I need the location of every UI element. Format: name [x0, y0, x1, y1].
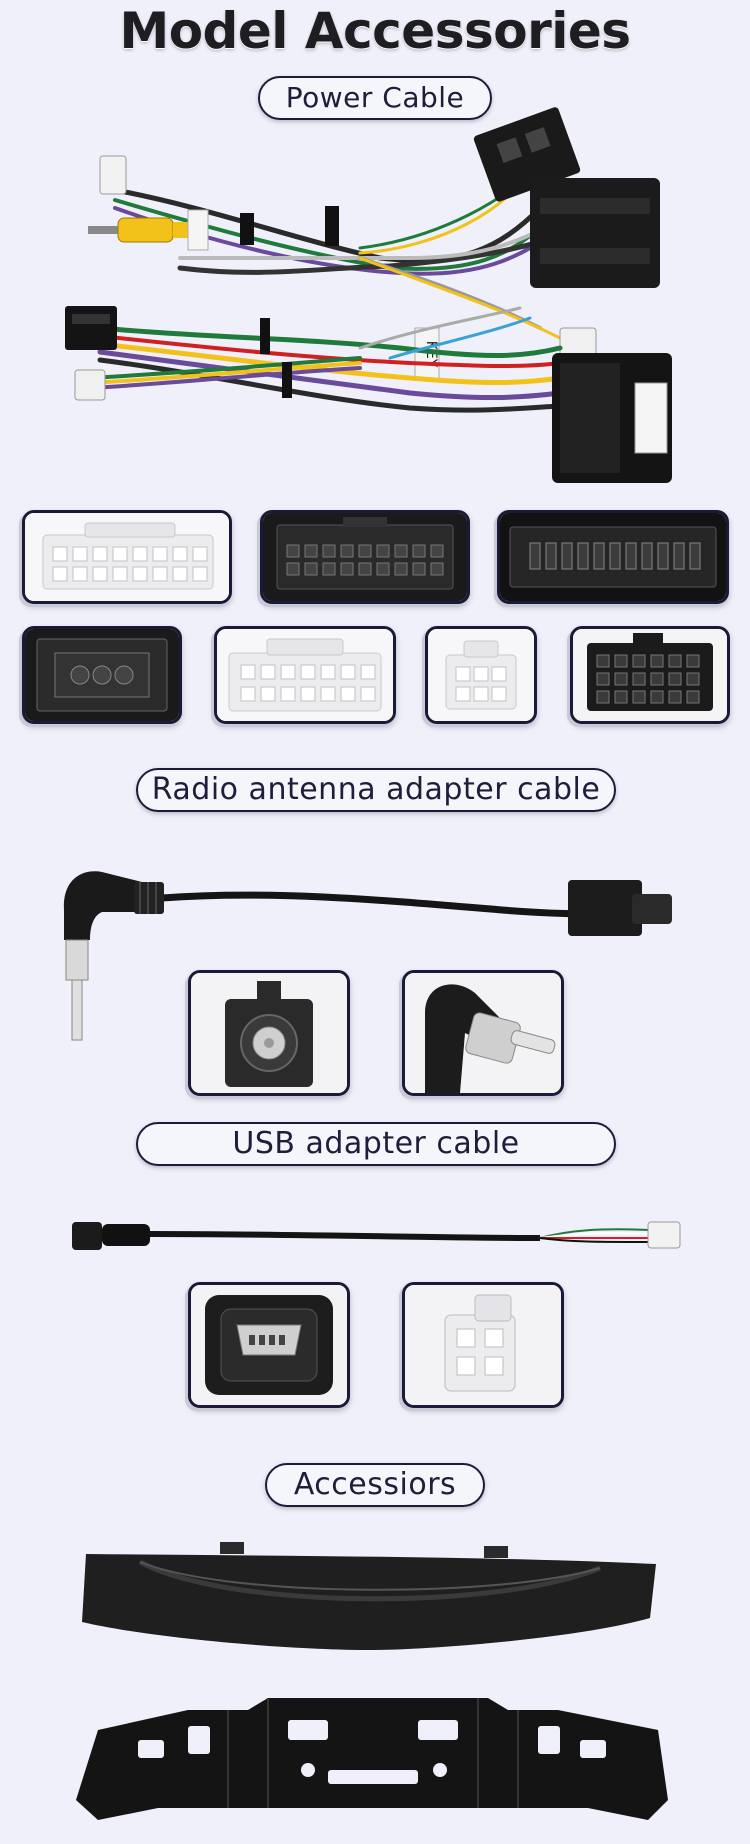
connector-black-wide-icon: [497, 510, 729, 604]
white-4pin-plug-icon: [402, 1282, 564, 1408]
connector-black-20pin-icon: [260, 510, 470, 604]
connector-black-square-icon: [22, 626, 182, 724]
trim-panel-image: [82, 1542, 656, 1650]
connector-white-wide-icon: [214, 626, 396, 724]
section-pill-accessories: Accessiors: [265, 1463, 485, 1507]
section-pill-power-cable: Power Cable: [258, 76, 492, 120]
mounting-bracket-image: [76, 1698, 668, 1820]
power-harness-image: KEY: [65, 107, 672, 483]
mini-usb-port-icon: [188, 1282, 350, 1408]
usb-cable-image: [72, 1221, 681, 1250]
section-pill-radio-antenna: Radio antenna adapter cable: [136, 768, 616, 812]
connector-white-small-icon: [425, 626, 537, 724]
connector-iso-black-icon: [570, 626, 730, 724]
din-antenna-plug-icon: [402, 970, 564, 1096]
page-title: Model Accessories: [119, 2, 631, 60]
section-pill-usb-adapter: USB adapter cable: [136, 1122, 616, 1166]
connector-white-24pin-icon: [22, 510, 232, 604]
antenna-cable-image: [63, 871, 672, 1041]
fakra-plug-icon: [188, 970, 350, 1096]
